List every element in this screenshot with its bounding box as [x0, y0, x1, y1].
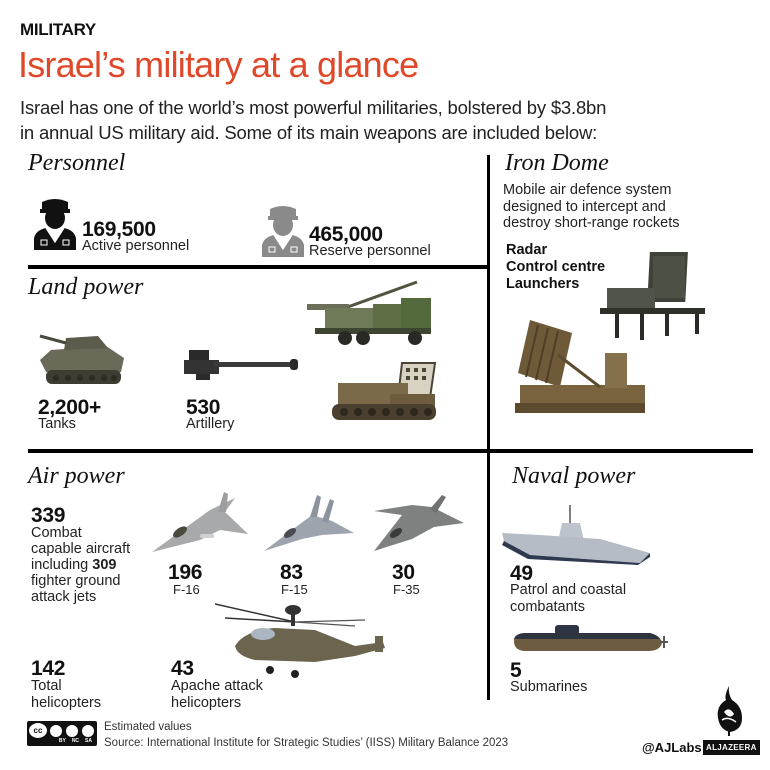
section-title-air-power: Air power — [28, 463, 125, 489]
component-launchers: Launchers — [506, 276, 580, 292]
f16-label: F-16 — [173, 582, 200, 597]
sa-icon — [81, 723, 95, 738]
section-title-naval-power: Naval power — [512, 463, 636, 489]
intro-text: Israel has one of the world’s most power… — [20, 95, 750, 145]
artillery-gun-image — [184, 348, 302, 384]
corvette-ship-image — [500, 505, 655, 565]
submarines-label: Submarines — [510, 679, 588, 695]
tank-image — [36, 328, 131, 388]
reserve-personnel-value: 465,000 — [309, 223, 383, 246]
section-title-land-power: Land power — [28, 274, 144, 300]
divider-personnel-land — [28, 265, 489, 269]
artillery-value: 530 — [186, 396, 221, 419]
helicopters-label: Total helicopters — [31, 678, 101, 712]
radar-image — [595, 250, 710, 340]
source-note: Source: International Institute for Stra… — [104, 737, 509, 749]
combat-aircraft-value: 339 — [31, 504, 66, 527]
kicker-label: MILITARY — [20, 20, 96, 39]
vertical-divider — [487, 155, 490, 700]
cc-license-badge[interactable]: cc BY NC SA — [27, 721, 97, 746]
iron-dome-components: Radar Control centre Launchers — [506, 242, 605, 293]
aljazeera-brand: ALJAZEERA — [703, 740, 760, 755]
self-propelled-howitzer-image — [305, 280, 435, 350]
soldier-icon — [32, 198, 78, 250]
submarine-image — [510, 625, 670, 657]
combat-label-line-3: including 309 — [31, 557, 130, 573]
nc-icon — [65, 723, 79, 738]
cc-icon: cc — [29, 723, 47, 738]
active-personnel-label: Active personnel — [82, 238, 190, 254]
by-icon — [49, 723, 63, 738]
combat-label-line-4: fighter ground — [31, 573, 121, 589]
iron-dome-desc-line-2: designed to intercept and — [503, 198, 666, 215]
patrol-label-line-1: Patrol and coastal — [510, 582, 627, 598]
patrol-value: 49 — [510, 562, 533, 585]
helicopters-label-line-2: helicopters — [31, 695, 102, 711]
aljazeera-logo-icon — [712, 686, 746, 736]
page-title: Israel’s military at a glance — [18, 44, 419, 85]
combat-label-line-1: Combat — [31, 525, 82, 541]
divider-land-air — [28, 449, 753, 453]
artillery-label: Artillery — [186, 416, 235, 432]
fighter-jets-count: 309 — [92, 557, 117, 573]
component-radar: Radar — [506, 242, 548, 258]
launcher-image — [510, 315, 650, 420]
active-personnel-value: 169,500 — [82, 218, 156, 241]
apache-label: Apache attack helicopters — [171, 678, 263, 712]
f35-image — [372, 493, 467, 555]
f15-image — [262, 493, 357, 555]
tanks-label: Tanks — [38, 416, 76, 432]
combat-label-line-5: attack jets — [31, 589, 97, 605]
apache-helicopter-image — [215, 600, 395, 690]
iron-dome-desc-line-3: destroy short-range rockets — [503, 215, 680, 231]
reserve-personnel-label: Reserve personnel — [309, 243, 431, 259]
combat-label-line-2: capable aircraft — [31, 541, 131, 557]
apache-label-line-1: Apache attack — [171, 678, 263, 694]
apache-value: 43 — [171, 657, 194, 680]
sa-label: SA — [85, 738, 92, 744]
section-title-personnel: Personnel — [28, 150, 126, 176]
intro-line-2: in annual US military aid. Some of its m… — [20, 122, 598, 143]
patrol-label-line-2: combatants — [510, 599, 585, 615]
estimated-values-note: Estimated values — [104, 721, 192, 733]
combat-aircraft-label: Combat capable aircraft including 309 fi… — [31, 525, 130, 605]
helicopters-value: 142 — [31, 657, 66, 680]
ajlabs-handle: @AJLabs — [642, 740, 702, 755]
iron-dome-desc-line-1: Mobile air defence system — [503, 182, 672, 198]
f35-label: F-35 — [393, 582, 420, 597]
submarines-value: 5 — [510, 659, 522, 682]
tanks-value: 2,200+ — [38, 396, 102, 419]
apache-label-line-2: helicopters — [171, 695, 242, 711]
rocket-launcher-image — [330, 358, 440, 428]
section-title-iron-dome: Iron Dome — [505, 150, 609, 176]
nc-label: NC — [71, 738, 80, 744]
component-control-centre: Control centre — [506, 259, 606, 275]
by-label: BY — [58, 738, 66, 744]
f15-label: F-15 — [281, 582, 308, 597]
iron-dome-description: Mobile air defence system designed to in… — [503, 182, 680, 232]
intro-line-1: Israel has one of the world’s most power… — [20, 97, 607, 118]
soldier-icon-reserve — [260, 205, 306, 257]
combat-label-including: including — [31, 557, 93, 573]
helicopters-label-line-1: Total — [31, 678, 62, 694]
f16-image — [150, 490, 250, 555]
patrol-label: Patrol and coastal combatants — [510, 582, 626, 616]
f15-value: 83 — [280, 561, 303, 584]
f16-value: 196 — [168, 561, 203, 584]
f35-value: 30 — [392, 561, 415, 584]
